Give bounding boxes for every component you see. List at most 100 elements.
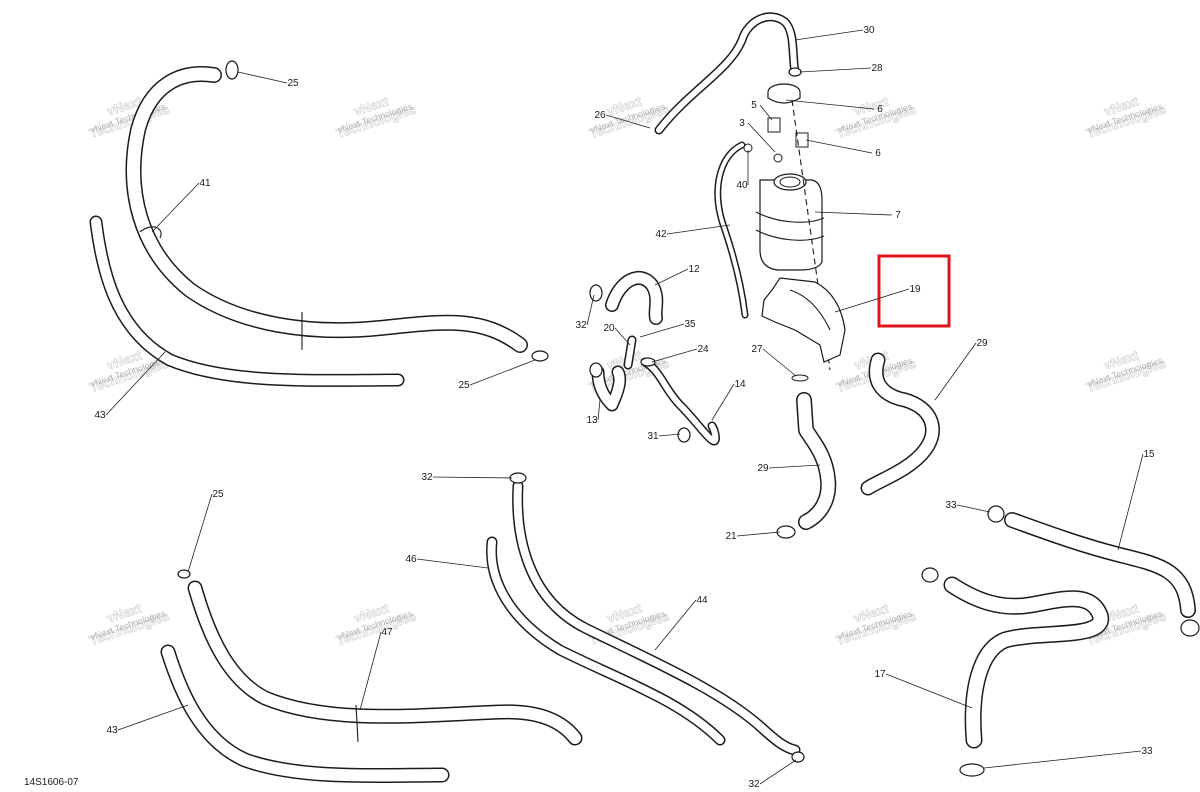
part-label-26: 26	[594, 110, 606, 121]
hose-14	[640, 357, 720, 446]
clip-5	[767, 117, 781, 133]
hose-43-lower	[160, 644, 450, 784]
leader-line-32	[432, 476, 513, 479]
hose-43-upper	[89, 215, 405, 387]
hose-29-right	[860, 352, 940, 496]
coolant-reservoir	[755, 173, 825, 271]
leader-line-19	[834, 288, 910, 313]
part-label-6: 6	[875, 148, 881, 159]
part-label-5: 5	[751, 100, 757, 111]
part-label-46: 46	[405, 554, 417, 565]
part-label-24: 24	[697, 344, 709, 355]
leader-line-24	[651, 348, 698, 363]
hose-42	[714, 141, 749, 319]
part-label-21: 21	[725, 531, 737, 542]
clamp-32-top-lower	[509, 472, 527, 484]
clamp-25-top	[225, 60, 239, 80]
part-label-25: 25	[212, 489, 224, 500]
fitting-20	[623, 335, 637, 370]
clamp-32-bottom	[791, 751, 805, 763]
leader-lines	[105, 29, 1144, 785]
leader-line-29	[768, 464, 821, 469]
leader-line-43	[117, 704, 189, 731]
leader-line-14	[711, 383, 735, 421]
hose-15	[1004, 512, 1196, 618]
leader-line-33	[983, 750, 1142, 769]
clamp-27	[791, 374, 809, 382]
leader-line-25	[469, 359, 536, 386]
hose-13	[591, 365, 627, 412]
leader-line-28	[799, 67, 872, 73]
part-label-13: 13	[586, 415, 598, 426]
leader-line-26	[605, 114, 651, 129]
leader-line-35	[639, 323, 685, 338]
leader-line-27	[762, 348, 797, 377]
part-label-15: 15	[1143, 449, 1155, 460]
clamps	[177, 60, 1200, 777]
leader-line-6	[805, 139, 873, 154]
part-label-12: 12	[688, 264, 700, 275]
clamp-32-mid	[589, 362, 603, 378]
part-label-31: 31	[647, 431, 659, 442]
leader-line-31	[658, 433, 681, 437]
leader-line-30	[794, 29, 864, 41]
clamp-28	[788, 67, 802, 77]
part-label-19: 19	[909, 284, 921, 295]
part-label-29: 29	[976, 338, 988, 349]
clamp-33-b	[921, 567, 939, 583]
leader-line-32	[586, 294, 595, 326]
part-label-7: 7	[895, 210, 901, 221]
part-label-47: 47	[381, 627, 393, 638]
leader-line-25	[237, 71, 288, 84]
part-label-30: 30	[863, 25, 875, 36]
clamp-33-d	[959, 763, 985, 777]
leader-line-7	[814, 211, 893, 216]
hose-46	[486, 536, 726, 746]
leader-line-15	[1117, 453, 1144, 551]
leader-line-6	[785, 99, 875, 110]
part-label-25: 25	[287, 78, 299, 89]
reservoir-cap	[767, 83, 801, 104]
dash-axis	[791, 99, 831, 371]
leader-line-43	[105, 351, 166, 416]
leader-line-20	[614, 327, 631, 346]
part-label-44: 44	[696, 595, 708, 606]
clamp-24	[640, 357, 656, 367]
leader-line-29	[934, 342, 977, 401]
clamp-25-lower	[177, 569, 191, 579]
clamp-31	[677, 427, 691, 443]
part-label-6: 6	[877, 104, 883, 115]
reservoir-bracket	[761, 277, 846, 363]
hose-25-lower	[187, 580, 583, 746]
part-label-41: 41	[199, 178, 211, 189]
part-label-40: 40	[736, 180, 748, 191]
part-label-35: 35	[684, 319, 696, 330]
clamp-33-a	[987, 505, 1005, 523]
leader-line-17	[885, 673, 973, 709]
part-label-32: 32	[748, 779, 760, 790]
hose-44	[512, 480, 801, 756]
part-label-25: 25	[458, 380, 470, 391]
part-label-43: 43	[106, 725, 118, 736]
part-label-43: 43	[94, 410, 106, 421]
part-label-42: 42	[655, 229, 667, 240]
leader-line-44	[654, 599, 697, 651]
nut-3	[773, 153, 783, 163]
leader-line-46	[416, 558, 489, 569]
part-label-27: 27	[751, 344, 763, 355]
part-label-29: 29	[757, 463, 769, 474]
part-label-17: 17	[874, 669, 886, 680]
leader-line-21	[736, 531, 781, 537]
part-label-14: 14	[734, 379, 746, 390]
leader-line-13	[597, 399, 601, 421]
hose-41	[125, 66, 528, 353]
part-label-3: 3	[739, 118, 745, 129]
part-label-33: 33	[945, 500, 957, 511]
